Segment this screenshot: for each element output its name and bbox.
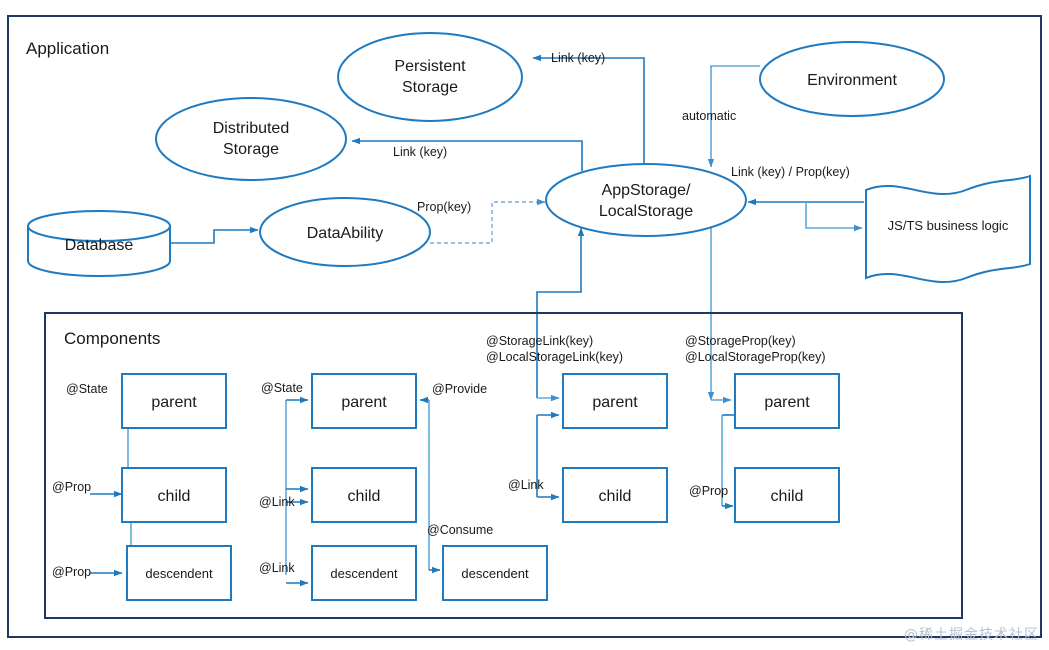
- node-data-ability-label: DataAbility: [307, 225, 383, 242]
- node-persistent-storage[interactable]: [337, 32, 523, 122]
- annotation-storage-prop-line1: @StorageProp(key): [685, 334, 796, 348]
- component-box-col1-child[interactable]: [121, 467, 227, 523]
- component-anno-col2-link-1: @Link: [259, 495, 295, 509]
- component-anno-col1-state: @State: [66, 382, 108, 396]
- annotation-storage-link-line1: @StorageLink(key): [486, 334, 593, 348]
- edge-label-persistent-link: Link (key): [551, 51, 605, 65]
- component-label-col5-parent: parent: [764, 394, 810, 411]
- node-database-label: Database: [65, 237, 134, 254]
- component-box-col2-parent[interactable]: [311, 373, 417, 429]
- component-anno-col1-prop-1: @Prop: [52, 480, 91, 494]
- node-persistent-storage-line1: Persistent: [394, 58, 466, 75]
- component-box-col3-descendent[interactable]: [442, 545, 548, 601]
- edge-label-distributed-link: Link (key): [393, 145, 447, 159]
- application-frame: [7, 15, 1042, 638]
- edge-environment-branch: [710, 65, 760, 68]
- node-app-storage-line2: LocalStorage: [599, 203, 693, 220]
- component-box-col5-child[interactable]: [734, 467, 840, 523]
- annotation-storage-link-line2: @LocalStorageLink(key): [486, 350, 623, 364]
- node-business-logic-label: JS/TS business logic: [888, 218, 1009, 233]
- component-label-col2-child: child: [348, 488, 381, 505]
- node-data-ability[interactable]: [259, 197, 431, 267]
- node-distributed-storage[interactable]: [155, 97, 347, 181]
- edge-appstorage-to-persistent: [532, 54, 645, 168]
- component-box-col5-parent[interactable]: [734, 373, 840, 429]
- edge-label-automatic: automatic: [682, 109, 736, 123]
- component-anno-col3-consume: @Consume: [427, 523, 493, 537]
- edge-appstorage-to-distributed: [351, 137, 583, 171]
- edge-database-to-dataability: [170, 226, 259, 244]
- component-label-col3-descendent: descendent: [461, 566, 529, 581]
- component-box-col4-parent[interactable]: [562, 373, 668, 429]
- node-distributed-storage-line1: Distributed: [213, 120, 289, 137]
- component-box-col1-descendent[interactable]: [126, 545, 232, 601]
- component-label-col5-child: child: [771, 488, 804, 505]
- node-business-logic[interactable]: [865, 174, 1031, 283]
- annotation-storage-prop-line2: @LocalStorageProp(key): [685, 350, 826, 364]
- component-label-col4-parent: parent: [592, 394, 638, 411]
- edge-appstorage-to-logic: [805, 202, 863, 232]
- component-label-col1-descendent: descendent: [145, 566, 213, 581]
- component-label-col1-parent: parent: [151, 394, 197, 411]
- component-anno-col4-link: @Link: [508, 478, 544, 492]
- node-app-storage-line1: AppStorage/: [602, 182, 692, 199]
- edge-dataability-to-appstorage: [430, 198, 546, 244]
- node-distributed-storage-line2: Storage: [223, 141, 279, 158]
- component-label-col4-child: child: [599, 488, 632, 505]
- node-app-storage[interactable]: [545, 163, 747, 237]
- component-label-col2-descendent: descendent: [330, 566, 398, 581]
- node-database[interactable]: [27, 210, 171, 277]
- component-label-col2-parent: parent: [341, 394, 387, 411]
- watermark: @稀土掘金技术社区: [904, 627, 1039, 643]
- components-frame-title: Components: [64, 329, 160, 348]
- application-frame-title: Application: [26, 39, 109, 58]
- edge-label-dataability-prop: Prop(key): [417, 200, 471, 214]
- components-frame: [44, 312, 963, 619]
- component-anno-col2-link-2: @Link: [259, 561, 295, 575]
- component-box-col2-descendent[interactable]: [311, 545, 417, 601]
- edge-components-to-appstorage: [536, 227, 585, 398]
- node-persistent-storage-line2: Storage: [402, 79, 458, 96]
- component-anno-col2-state: @State: [261, 381, 303, 395]
- component-box-col1-parent[interactable]: [121, 373, 227, 429]
- component-box-col4-child[interactable]: [562, 467, 668, 523]
- edge-label-link-prop: Link (key) / Prop(key): [731, 165, 850, 179]
- node-environment-label: Environment: [807, 72, 897, 89]
- component-anno-col5-prop: @Prop: [689, 484, 728, 498]
- node-environment[interactable]: [759, 41, 945, 117]
- component-anno-col3-provide: @Provide: [432, 382, 487, 396]
- component-label-col1-child: child: [158, 488, 191, 505]
- component-anno-col1-prop-2: @Prop: [52, 565, 91, 579]
- component-box-col2-child[interactable]: [311, 467, 417, 523]
